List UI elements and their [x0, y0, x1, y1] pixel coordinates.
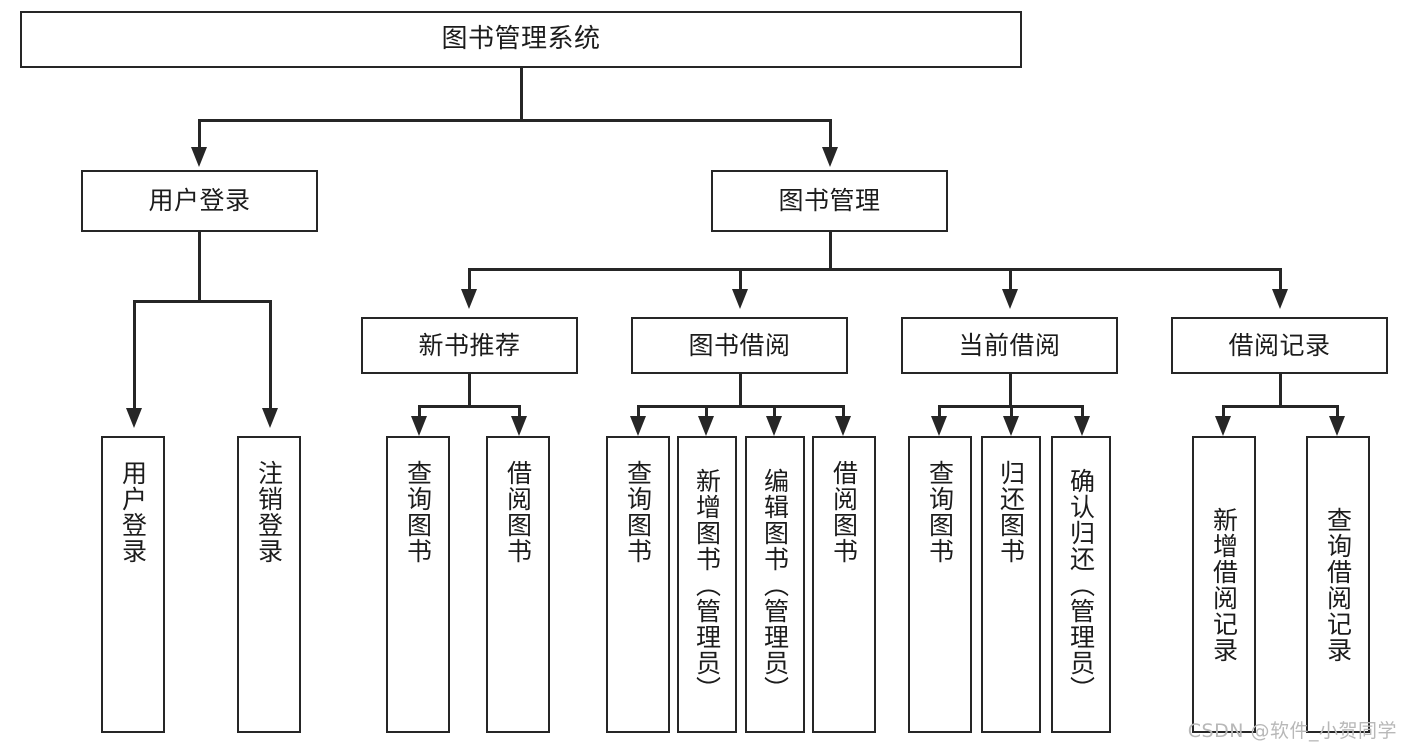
leaf-query-record[interactable]: 查询借阅记录 [1306, 436, 1370, 733]
connector-book-manage-drop-2 [739, 268, 742, 289]
connector-root-drop-2 [829, 119, 832, 147]
arrow-to-book-borrow [732, 289, 748, 309]
node-label: 新增借阅记录 [1209, 506, 1239, 663]
connector-user-login-drop-2 [269, 300, 272, 408]
leaf-borrow-book-2[interactable]: 借阅图书 [812, 436, 876, 733]
connector-nbr-stem [468, 374, 471, 407]
node-label: 图书管理系统 [441, 24, 601, 55]
node-root-system[interactable]: 图书管理系统 [20, 11, 1022, 68]
leaf-add-record[interactable]: 新增借阅记录 [1192, 436, 1256, 733]
connector-user-login-bus [133, 300, 271, 303]
connector-bb-drop-4 [842, 405, 845, 416]
connector-book-manage-bus [468, 268, 1281, 271]
leaf-return-book[interactable]: 归还图书 [981, 436, 1041, 733]
leaf-query-book-3[interactable]: 查询图书 [908, 436, 972, 733]
connector-root-bus [198, 119, 832, 122]
leaf-logout[interactable]: 注销登录 [237, 436, 301, 733]
arrow-to-new-book-recommend [461, 289, 477, 309]
node-label: 查询借阅记录 [1323, 506, 1353, 663]
arrow-to-leaf-return-book [1003, 416, 1019, 436]
connector-user-login-drop-1 [133, 300, 136, 408]
arrow-to-leaf-user-login [126, 408, 142, 428]
node-label: 图书管理 [778, 186, 881, 216]
node-label: 借阅图书 [503, 460, 533, 564]
connector-bb-bus [637, 405, 844, 408]
node-label: 注销登录 [254, 460, 284, 564]
arrow-to-leaf-logout [262, 408, 278, 428]
connector-cb-drop-1 [938, 405, 941, 416]
connector-cb-stem [1009, 374, 1012, 407]
arrow-to-current-borrow [1002, 289, 1018, 309]
leaf-user-login[interactable]: 用户登录 [101, 436, 165, 733]
node-label: 新书推荐 [418, 330, 521, 360]
arrow-to-borrow-record [1272, 289, 1288, 309]
connector-bb-drop-1 [637, 405, 640, 416]
arrow-to-leaf-edit-book [766, 416, 782, 436]
connector-br-stem [1279, 374, 1282, 407]
arrow-to-leaf-add-book [698, 416, 714, 436]
connector-cb-drop-2 [1010, 405, 1013, 416]
node-label: 确认归还（管理员） [1066, 467, 1096, 702]
node-label: 查询图书 [925, 460, 955, 564]
leaf-edit-book[interactable]: 编辑图书（管理员） [745, 436, 805, 733]
node-label: 归还图书 [996, 460, 1026, 564]
arrow-to-leaf-confirm-return [1074, 416, 1090, 436]
arrow-to-leaf-add-record [1215, 416, 1231, 436]
leaf-add-book[interactable]: 新增图书（管理员） [677, 436, 737, 733]
node-user-login[interactable]: 用户登录 [81, 170, 318, 232]
connector-book-manage-stem [829, 232, 832, 270]
connector-br-bus [1222, 405, 1338, 408]
connector-book-manage-drop-3 [1009, 268, 1012, 289]
leaf-confirm-return[interactable]: 确认归还（管理员） [1051, 436, 1111, 733]
connector-bb-stem [739, 374, 742, 407]
node-book-borrow[interactable]: 图书借阅 [631, 317, 848, 374]
connector-bb-drop-3 [773, 405, 776, 416]
connector-book-manage-drop-4 [1279, 268, 1282, 289]
arrow-to-leaf-borrow-book-2 [835, 416, 851, 436]
connector-nbr-bus [418, 405, 520, 408]
node-label: 查询图书 [403, 460, 433, 564]
node-label: 用户登录 [118, 460, 148, 564]
node-current-borrow[interactable]: 当前借阅 [901, 317, 1118, 374]
connector-nbr-drop-1 [418, 405, 421, 416]
arrow-to-leaf-query-record [1329, 416, 1345, 436]
connector-br-drop-2 [1336, 405, 1339, 416]
node-label: 借阅图书 [829, 460, 859, 564]
connector-bb-drop-2 [705, 405, 708, 416]
arrow-to-leaf-query-book-3 [931, 416, 947, 436]
leaf-query-book-1[interactable]: 查询图书 [386, 436, 450, 733]
connector-root-stem [520, 68, 523, 121]
node-label: 当前借阅 [958, 330, 1061, 360]
leaf-borrow-book-1[interactable]: 借阅图书 [486, 436, 550, 733]
arrow-to-user-login [191, 147, 207, 167]
node-label: 图书借阅 [688, 330, 791, 360]
node-borrow-record[interactable]: 借阅记录 [1171, 317, 1388, 374]
leaf-query-book-2[interactable]: 查询图书 [606, 436, 670, 733]
node-label: 新增图书（管理员） [692, 467, 722, 702]
arrow-to-leaf-query-book-2 [630, 416, 646, 436]
connector-book-manage-drop-1 [468, 268, 471, 289]
node-label: 用户登录 [148, 186, 251, 216]
arrow-to-leaf-borrow-book-1 [511, 416, 527, 436]
node-label: 借阅记录 [1228, 330, 1331, 360]
connector-root-drop-1 [198, 119, 201, 147]
node-label: 查询图书 [623, 460, 653, 564]
node-new-book-recommend[interactable]: 新书推荐 [361, 317, 578, 374]
connector-br-drop-1 [1222, 405, 1225, 416]
connector-cb-drop-3 [1081, 405, 1084, 416]
arrow-to-leaf-query-book-1 [411, 416, 427, 436]
node-label: 编辑图书（管理员） [760, 467, 790, 702]
node-book-manage[interactable]: 图书管理 [711, 170, 948, 232]
arrow-to-book-manage [822, 147, 838, 167]
connector-nbr-drop-2 [518, 405, 521, 416]
connector-user-login-stem [198, 232, 201, 302]
